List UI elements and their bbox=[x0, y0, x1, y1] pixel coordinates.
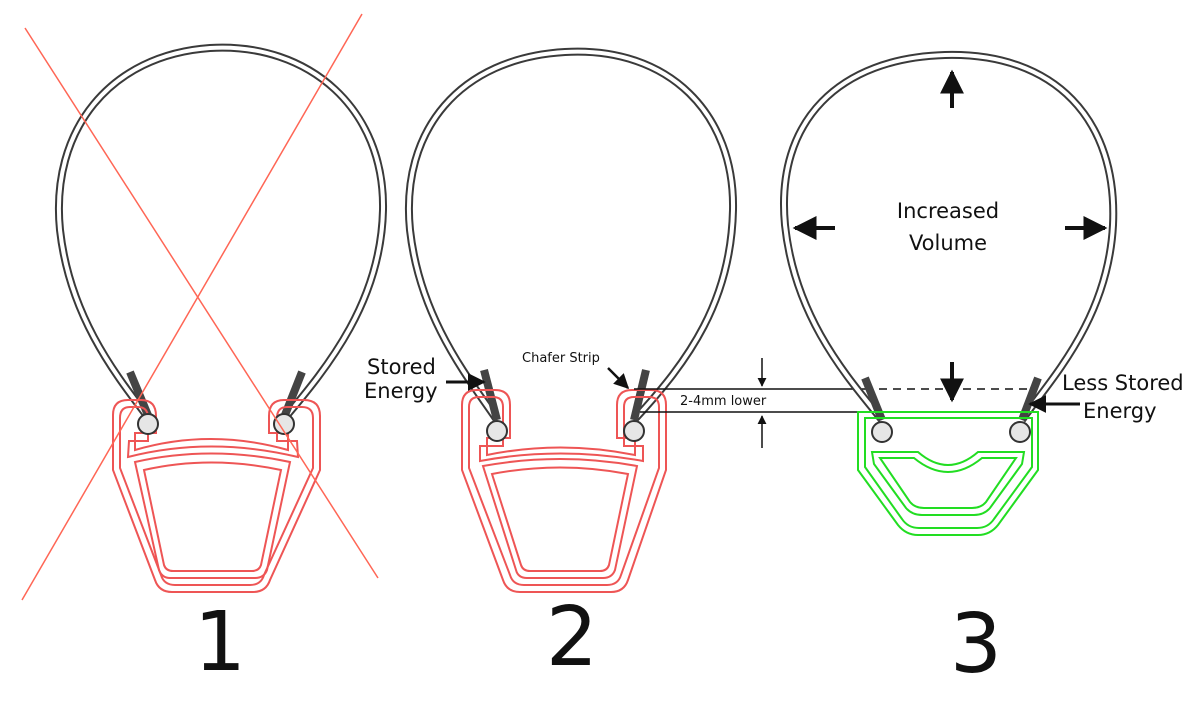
stored-energy-label: Energy bbox=[364, 379, 438, 403]
increased-volume-label: Volume bbox=[909, 231, 987, 255]
bead-icon bbox=[137, 413, 159, 435]
bead-icon bbox=[623, 420, 645, 442]
bead-icon bbox=[273, 413, 295, 435]
rim-red bbox=[112, 399, 321, 593]
stored-energy-label: Stored bbox=[367, 355, 436, 379]
height-difference-label: 2-4mm lower bbox=[680, 394, 767, 409]
bead-icon bbox=[486, 420, 508, 442]
x-cross-icon bbox=[21, 13, 379, 601]
rim-red bbox=[461, 389, 667, 593]
panel-1: 1 bbox=[21, 13, 388, 690]
increased-volume-label: Increased bbox=[897, 199, 999, 223]
bead-icon bbox=[871, 421, 893, 443]
chafer-strip-label: Chafer Strip bbox=[522, 351, 600, 366]
panel-number: 2 bbox=[546, 590, 598, 685]
tire-casing bbox=[54, 43, 388, 423]
tire-casing bbox=[404, 47, 738, 423]
bead-icon bbox=[1009, 421, 1031, 443]
less-stored-energy-label: Energy bbox=[1083, 399, 1157, 423]
panel-3: Increased Volume Less Stored Energy 3 bbox=[780, 50, 1184, 692]
arrow-icon bbox=[607, 367, 630, 390]
less-stored-energy-label: Less Stored bbox=[1062, 371, 1184, 395]
panel-number: 1 bbox=[194, 595, 246, 690]
height-difference-indicator: 2-4mm lower bbox=[634, 358, 1035, 448]
panel-2: Stored Energy Chafer Strip 2 bbox=[364, 47, 738, 685]
rim-green bbox=[857, 411, 1039, 536]
panel-number: 3 bbox=[950, 597, 1002, 692]
